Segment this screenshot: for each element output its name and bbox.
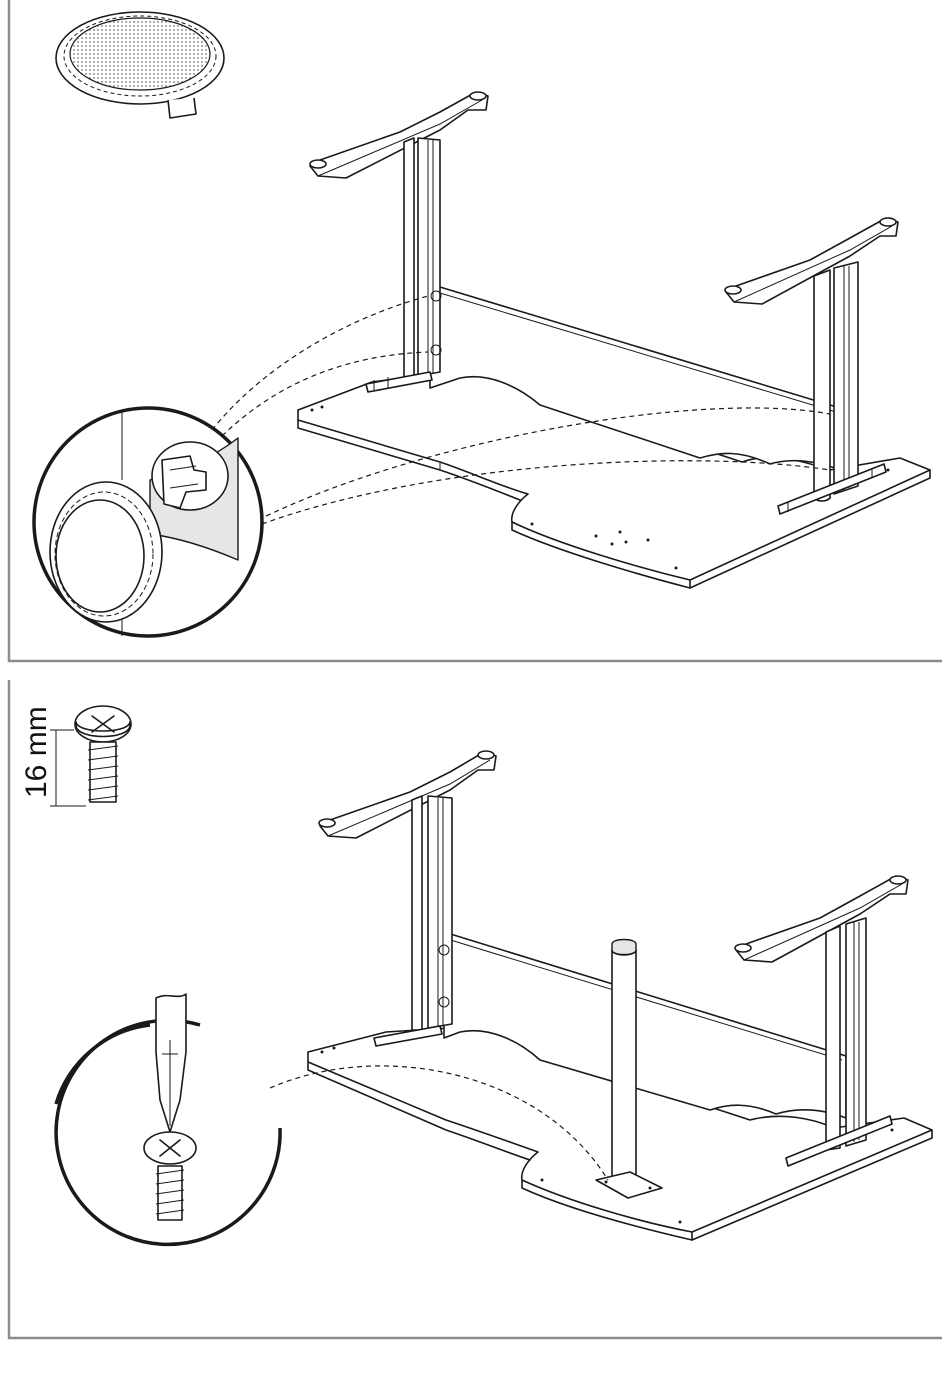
screw-length-label: 16 mm [20,706,53,798]
step-a-panel [0,0,950,668]
screw-icon [50,706,131,806]
step-b-illustration: 16 mm [0,680,950,1345]
magnifier-icon [56,994,280,1244]
step-a-illustration [0,0,950,668]
cap-cover-icon [56,12,224,118]
step-b-panel: 16 mm [0,680,950,1345]
magnifier-icon [34,408,262,636]
